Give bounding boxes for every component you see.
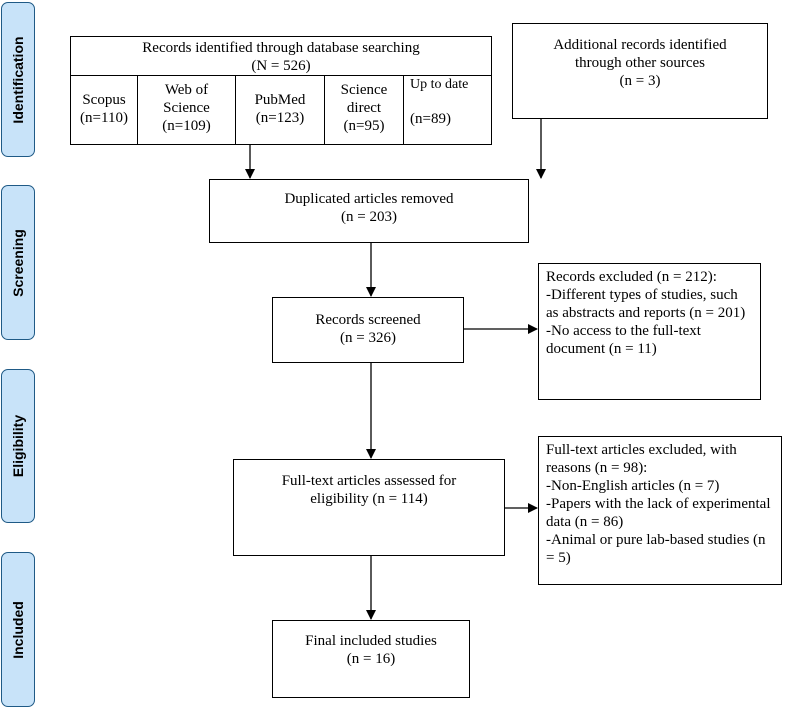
- other-sources-box: Additional records identified through ot…: [512, 23, 768, 119]
- database-records-total: (N = 526): [251, 58, 311, 74]
- fulltext-assessed-title: Full-text articles assessed for eligibil…: [281, 473, 457, 507]
- final-included-count: (n = 16): [346, 651, 396, 667]
- records-screened-count: (n = 326): [340, 330, 396, 346]
- source-name: Up to date: [410, 77, 469, 92]
- records-excluded-reason: -No access to the full-text document (n …: [546, 323, 701, 357]
- source-name: PubMed: [254, 92, 306, 108]
- source-count: (n=110): [80, 110, 128, 126]
- stage-tab-eligibility: Eligibility: [1, 369, 35, 523]
- records-screened-box: Records screened (n = 326): [272, 297, 464, 363]
- stage-label-identification: Identification: [10, 35, 26, 124]
- records-excluded-heading: Records excluded (n = 212):: [546, 269, 717, 285]
- other-sources-title: Additional records identified through ot…: [553, 37, 727, 71]
- other-sources-count: (n = 3): [619, 73, 661, 89]
- duplicates-title: Duplicated articles removed: [284, 191, 454, 207]
- fulltext-excluded-heading: Full-text articles excluded, with reason…: [546, 442, 737, 476]
- fulltext-assessed-box: Full-text articles assessed for eligibil…: [233, 459, 505, 556]
- source-name: Science direct: [340, 82, 388, 116]
- stage-tab-screening: Screening: [1, 185, 35, 340]
- fulltext-excluded-reason: -Animal or pure lab-based studies (n = 5…: [546, 532, 766, 566]
- records-excluded-reason: -Different types of studies, such as abs…: [546, 287, 746, 321]
- stage-tab-included: Included: [1, 552, 35, 707]
- source-count: (n=89): [410, 111, 451, 127]
- stage-label-included: Included: [10, 600, 26, 659]
- stage-label-screening: Screening: [10, 228, 26, 297]
- database-records-title: Records identified through database sear…: [142, 40, 420, 56]
- fulltext-excluded-reason: -Papers with the lack of experimental da…: [546, 496, 771, 530]
- stage-tab-identification: Identification: [1, 2, 35, 157]
- source-name: Scopus: [82, 92, 126, 108]
- source-count: (n=123): [255, 110, 305, 126]
- database-records-box: Records identified through database sear…: [70, 36, 492, 145]
- source-cell-pubmed: PubMed (n=123): [235, 75, 324, 144]
- duplicates-count: (n = 203): [341, 209, 397, 225]
- stage-label-eligibility: Eligibility: [10, 414, 26, 478]
- records-screened-title: Records screened: [315, 312, 421, 328]
- source-cell-scopus: Scopus (n=110): [71, 75, 137, 144]
- source-cell-web-of-science: Web of Science (n=109): [137, 75, 235, 144]
- fulltext-excluded-reason: -Non-English articles (n = 7): [546, 478, 720, 494]
- records-excluded-box: Records excluded (n = 212): -Different t…: [538, 263, 761, 400]
- source-count: (n=95): [343, 118, 385, 134]
- source-cell-science-direct: Science direct (n=95): [324, 75, 403, 144]
- duplicates-box: Duplicated articles removed (n = 203): [209, 179, 529, 243]
- source-name: Web of Science: [163, 82, 210, 116]
- source-cell-up-to-date: Up to date (n=89): [403, 75, 493, 144]
- final-included-box: Final included studies (n = 16): [272, 620, 470, 698]
- final-included-title: Final included studies: [305, 633, 437, 649]
- fulltext-excluded-box: Full-text articles excluded, with reason…: [538, 436, 782, 585]
- source-count: (n=109): [162, 118, 211, 134]
